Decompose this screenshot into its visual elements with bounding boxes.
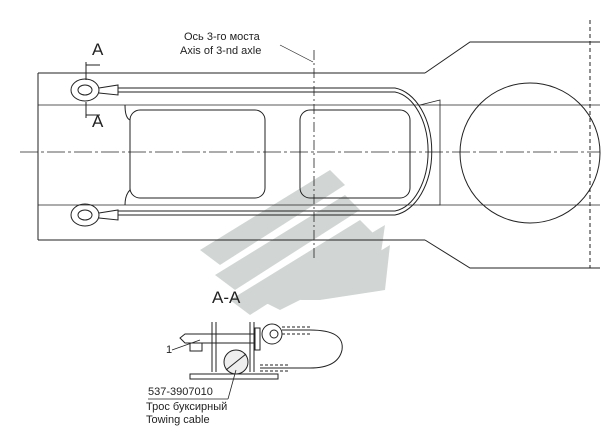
part-number: 537-3907010: [148, 386, 213, 398]
section-aa-view: [148, 322, 343, 400]
section-marker-top: A: [92, 40, 104, 59]
section-arrows: [85, 62, 100, 118]
section-title: A-A: [212, 288, 241, 307]
watermark-logo: [200, 170, 390, 315]
part-name-ru: Трос буксирный: [146, 401, 228, 413]
part-name-en: Towing cable: [146, 414, 210, 426]
callout-number: 1: [166, 344, 173, 356]
frame-outline: [37, 20, 601, 269]
axle-axis-label-ru: Ось 3-го моста: [184, 31, 260, 43]
axle-axis-label-en: Axis of 3-nd axle: [180, 45, 262, 57]
towing-cable: [70, 78, 433, 227]
section-marker-bottom: A: [92, 112, 104, 131]
